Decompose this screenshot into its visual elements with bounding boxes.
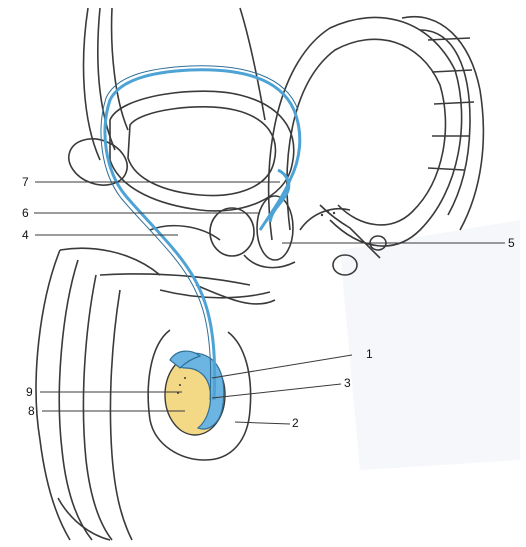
label-8: 8 (28, 405, 35, 417)
penis-outline (36, 248, 275, 540)
leader-1 (212, 355, 352, 378)
label-5: 5 (508, 237, 515, 249)
leader-2 (235, 422, 290, 424)
ductus-deferens-inner (101, 66, 298, 400)
background-shading (340, 220, 520, 470)
label-2: 2 (292, 417, 299, 429)
label-3: 3 (344, 377, 351, 389)
abdominal-wall (62, 8, 265, 240)
label-7: 7 (22, 176, 29, 188)
label-9: 9 (26, 386, 33, 398)
label-4: 4 (22, 229, 29, 241)
label-1: 1 (366, 348, 373, 360)
label-6: 6 (22, 207, 29, 219)
bladder-outline (110, 91, 294, 211)
leader-3 (212, 384, 341, 398)
